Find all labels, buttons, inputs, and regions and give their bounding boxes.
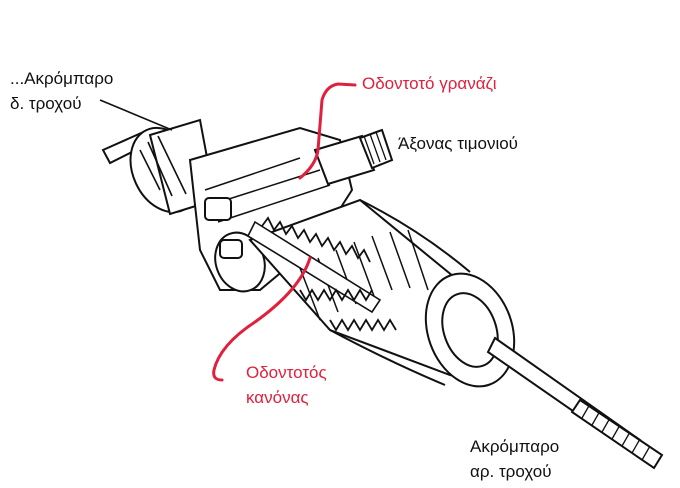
label-tie-rod-left-line1: Ακρόμπαρο	[470, 437, 560, 456]
tie-rod-left-wheel	[486, 336, 664, 470]
label-tie-rod-right-line1: ...Ακρόμπαρο	[10, 69, 114, 88]
label-tie-rod-left-line2: αρ. τροχού	[470, 462, 552, 481]
leader-pinion-gear	[298, 82, 357, 180]
label-pinion-gear: Οδοντοτό γρανάζι	[362, 74, 497, 93]
label-rack-line2: κανόνας	[246, 388, 309, 407]
leader-tie-rod-right	[99, 99, 173, 131]
rack-teeth	[246, 216, 397, 332]
leader-rack	[212, 256, 312, 382]
label-tie-rod-right-line2: δ. τροχού	[10, 94, 82, 113]
label-steering-shaft: Άξονας τιμονιού	[398, 134, 518, 153]
label-rack-line1: Οδοντοτός	[246, 363, 327, 382]
steering-shaft	[313, 128, 394, 186]
